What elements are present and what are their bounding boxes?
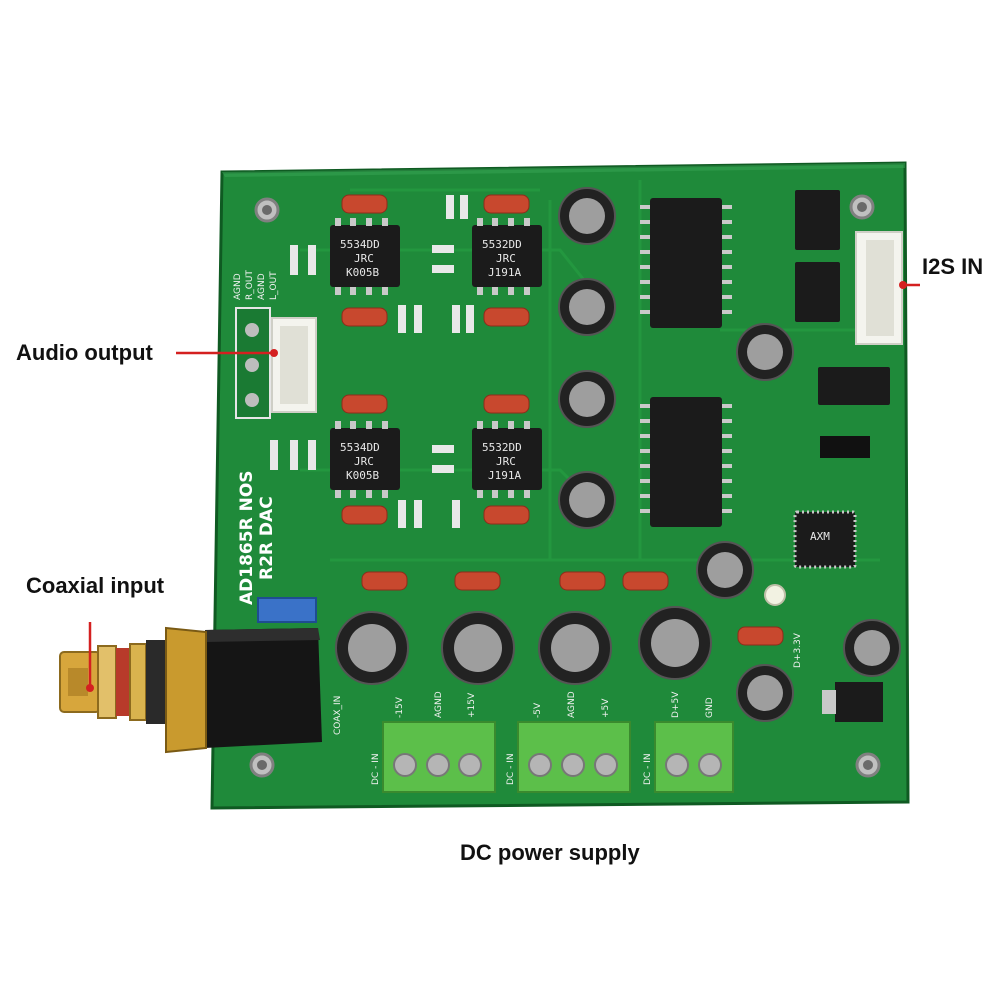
opamp-3-part: 5534DD [340,441,380,454]
pin-label-agnd-2: AGND [257,273,267,300]
status-led [764,584,786,606]
board-model-line1: AD1865R NOS [237,470,257,605]
coax-jack-housing [205,628,322,748]
dac-chip-1 [640,198,732,328]
callout-coaxial-input: Coaxial input [26,573,165,598]
film-resistors [341,194,784,646]
i2s-input-connector [855,231,903,345]
opamp-1-code: K005B [346,266,379,279]
power-terminal-block-3 [654,721,734,793]
label-minus-15v: -15V [395,696,405,718]
audio-output-connector [235,307,317,419]
callout-audio-output: Audio output [16,340,153,365]
pin-label-r-out: R_OUT [245,270,255,300]
opamp-2-part: 5532DD [482,238,522,251]
opamp-4-brand: JRC [496,455,516,468]
opamp-1: 5534DD JRC K005B [330,225,400,287]
opamp-3-brand: JRC [354,455,374,468]
opamp-3-code: K005B [346,469,379,482]
label-agnd-1: AGND [434,691,444,718]
capacitor-tops [348,198,890,711]
callout-lines [86,281,920,692]
rca-coaxial-jack [59,626,207,754]
receiver-chip-axm: AXM [793,510,857,569]
opamp-pins [335,218,530,498]
label-d-plus-3-3v: D+3.3V [793,632,803,668]
coax-pointer-dot [86,684,94,692]
opamp-4: 5532DD JRC J191A [472,428,542,490]
pin-label-agnd-1: AGND [233,273,243,300]
callout-i2s-in: I2S IN [922,254,984,279]
opamp-4-part: 5532DD [482,441,522,454]
voltage-regulator [822,682,883,722]
audio-output-pointer-dot [270,349,278,357]
opamp-2-code: J191A [488,266,521,279]
label-gnd: GND [705,697,715,718]
dac-board: AGND R_OUT AGND L_OUT 5534DD JRC K005B 5… [205,161,910,810]
power-terminal-block-2 [517,721,631,793]
opamp-4-code: J191A [488,469,521,482]
logic-chips [795,190,890,458]
axm-chip-label: AXM [810,530,830,543]
mounting-holes [249,194,881,778]
dac-chip-2 [640,397,732,527]
power-terminal-block-1 [382,721,496,793]
pin-label-l-out: L_OUT [269,271,279,300]
label-dc-in-3: DC - IN [643,753,653,785]
label-dc-in-2: DC - IN [506,753,516,785]
blue-capacitor [257,597,317,623]
callout-dc-power-supply: DC power supply [460,840,640,865]
label-dc-in-1: DC - IN [371,753,381,785]
label-plus-15v: +15V [467,692,477,718]
board-model-line2: R2R DAC [257,496,277,580]
coax-in-label: COAX_IN [333,696,343,735]
label-agnd-2: AGND [567,691,577,718]
label-plus-5v: +5V [601,698,611,718]
smd-components [270,195,474,528]
label-d-plus-5v: D+5V [671,691,681,718]
opamp-2-brand: JRC [496,252,516,265]
opamp-1-part: 5534DD [340,238,380,251]
output-pin-labels: AGND R_OUT AGND L_OUT [233,270,279,300]
label-minus-5v: -5V [533,702,543,718]
opamp-1-brand: JRC [354,252,374,265]
power-labels: -15V AGND +15V -5V AGND +5V D+5V GND DC … [371,632,803,785]
opamp-2: 5532DD JRC J191A [472,225,542,287]
i2s-pointer-dot [899,281,907,289]
opamp-3: 5534DD JRC K005B [330,428,400,490]
